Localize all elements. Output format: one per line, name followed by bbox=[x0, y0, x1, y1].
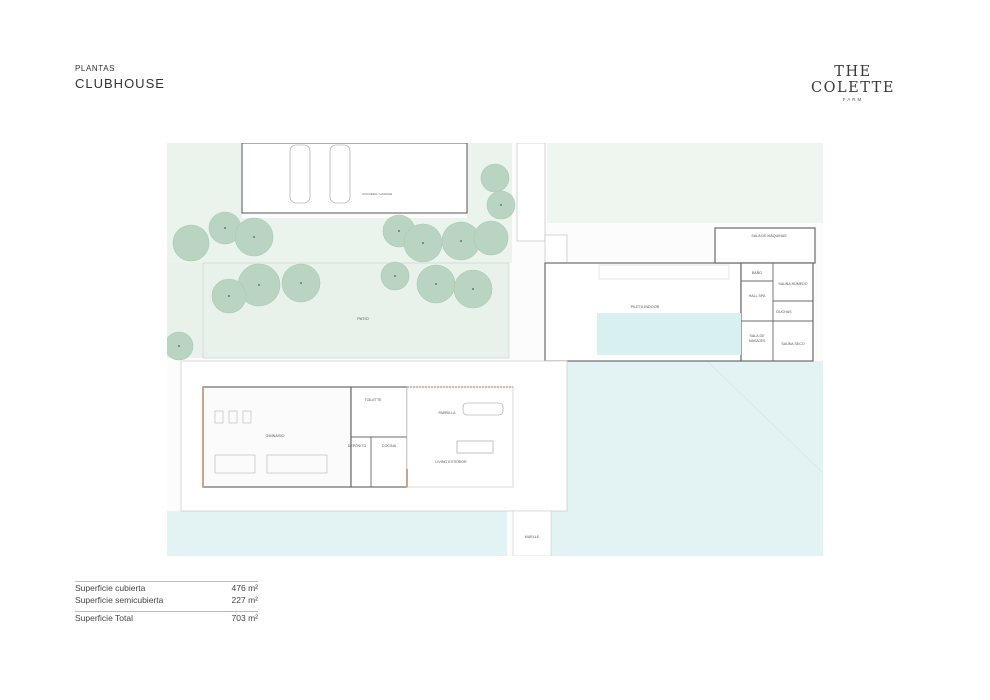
room-label-massage-1: SALA DE bbox=[750, 334, 766, 338]
divider bbox=[75, 611, 258, 612]
area-value: 476 m² bbox=[231, 583, 258, 593]
area-total-label: Superficie Total bbox=[75, 613, 133, 623]
area-value: 227 m² bbox=[231, 595, 258, 605]
room-label-showers: DUCHAS bbox=[776, 310, 792, 314]
tree bbox=[172, 224, 210, 262]
area-total-value: 703 m² bbox=[231, 613, 258, 623]
room-label-living: LIVING EXTERIOR bbox=[435, 460, 467, 464]
area-label: Superficie cubierta bbox=[75, 583, 146, 593]
patio-frame bbox=[202, 262, 510, 359]
room-label-hall-spa: HALL SPA bbox=[749, 294, 766, 298]
room-label-pier: MUELLE bbox=[525, 535, 540, 539]
parking-garage bbox=[241, 143, 468, 214]
stair-landing bbox=[544, 234, 568, 264]
floor-plan: COCHERA / GARAGE PATIO SALA DE MÁQUINAS … bbox=[167, 143, 823, 556]
room-label-indoor-pool: PILETA INDOOR bbox=[631, 305, 660, 309]
area-row-covered: Superficie cubierta 476 m² bbox=[75, 582, 258, 594]
tree bbox=[473, 220, 509, 256]
brand-subtitle: FARM bbox=[842, 97, 864, 102]
area-row-semicovered: Superficie semicubierta 227 m² bbox=[75, 594, 258, 606]
room-label-dry-sauna: SAUNA SECO bbox=[781, 342, 805, 346]
car-icon bbox=[289, 144, 351, 204]
outdoor-living bbox=[406, 386, 514, 488]
page-title: CLUBHOUSE bbox=[75, 76, 165, 91]
divider bbox=[75, 581, 258, 582]
room-label-storage: DEPÓSITO bbox=[348, 443, 367, 448]
area-summary: Superficie cubierta 476 m² Superficie se… bbox=[75, 581, 258, 624]
room-label-grill: PARRILLA bbox=[438, 411, 456, 415]
water-lake bbox=[551, 361, 823, 556]
pool-loungers bbox=[598, 264, 730, 280]
section-kicker: PLANTAS bbox=[75, 64, 116, 73]
room-label-kitchen: COCINA bbox=[382, 444, 397, 448]
area-label: Superficie semicubierta bbox=[75, 595, 164, 605]
lawn-area-right bbox=[547, 143, 823, 223]
tree-dots bbox=[178, 204, 502, 347]
sofa bbox=[456, 440, 494, 454]
room-label-wet-sauna: SAUNA HÚMEDO bbox=[778, 281, 807, 286]
brand-name: THE COLETTE bbox=[811, 64, 895, 96]
pier bbox=[512, 510, 552, 556]
room-label-patio: PATIO bbox=[357, 316, 368, 321]
room-label-massage-2: MASAJES bbox=[749, 339, 766, 343]
gym bbox=[202, 386, 352, 488]
room-label-machine-room: SALA DE MÁQUINAS bbox=[751, 234, 787, 238]
brand-logo: THE COLETTE FARM bbox=[790, 64, 916, 102]
water-lake-left bbox=[167, 511, 507, 556]
dining-table bbox=[462, 402, 504, 416]
gym-equipment bbox=[214, 410, 328, 474]
room-label-gym: GIMNASIO bbox=[266, 434, 285, 438]
machine-room bbox=[714, 227, 816, 264]
room-label-toilette: TOILETTE bbox=[364, 398, 382, 402]
parking-label: COCHERA / GARAGE bbox=[362, 192, 392, 196]
room-label-bathroom: BAÑO bbox=[752, 270, 762, 275]
stair-ramp bbox=[516, 143, 546, 242]
spa-rooms bbox=[740, 262, 814, 362]
tree bbox=[480, 163, 510, 193]
area-row-total: Superficie Total 703 m² bbox=[75, 612, 258, 624]
indoor-pool bbox=[597, 313, 741, 355]
